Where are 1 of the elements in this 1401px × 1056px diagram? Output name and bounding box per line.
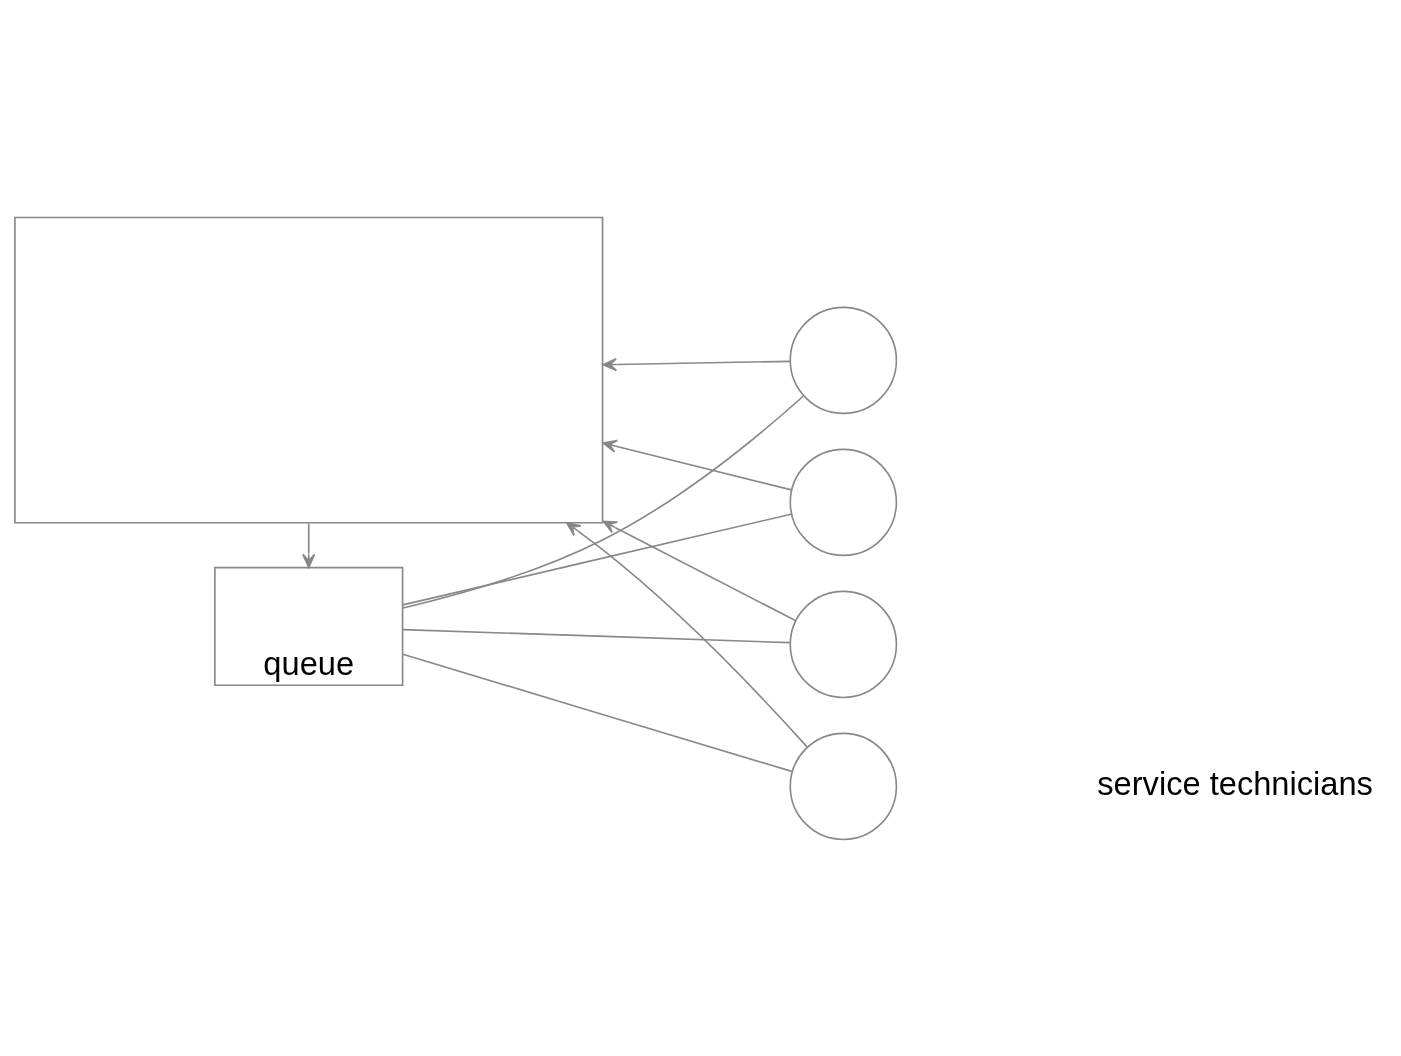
label: service technicians bbox=[1097, 764, 1373, 802]
